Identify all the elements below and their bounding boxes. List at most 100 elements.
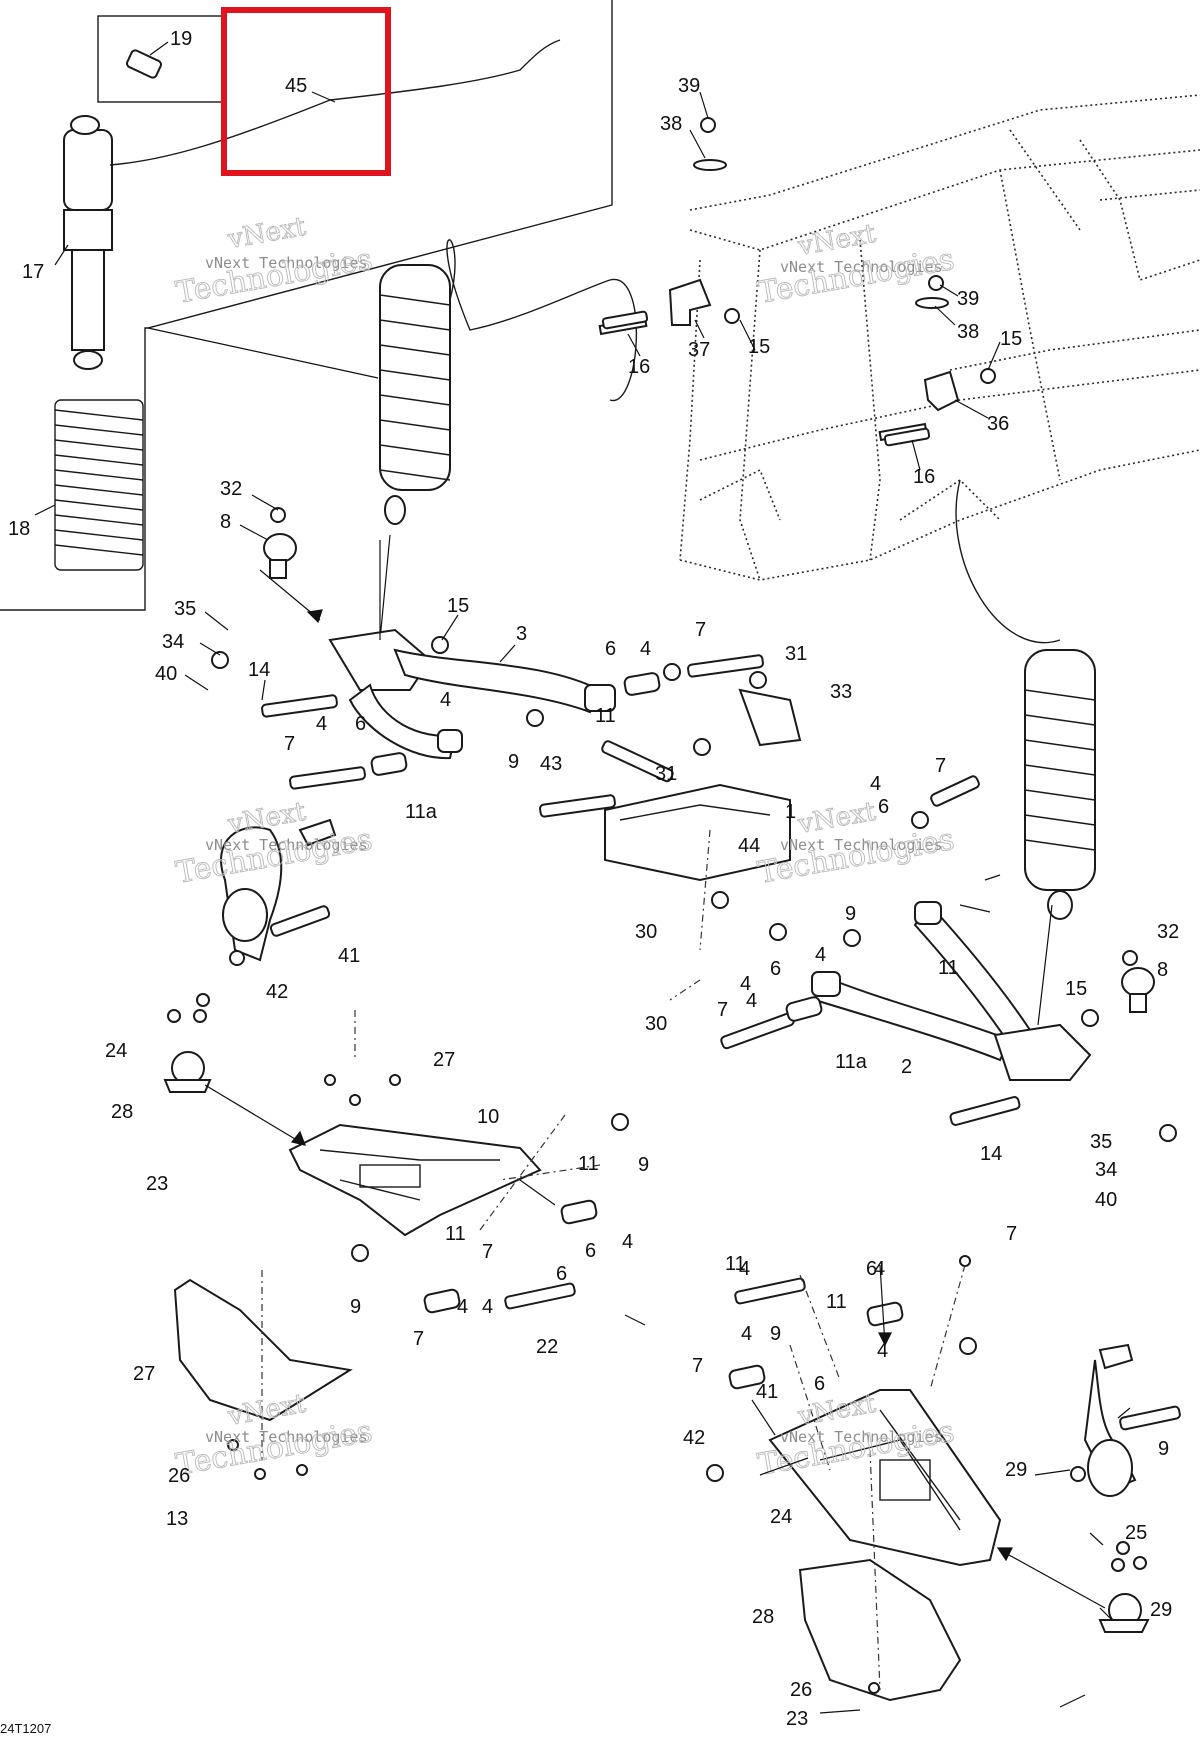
callout-14: 14 <box>248 659 270 681</box>
callout-9: 9 <box>638 1154 649 1176</box>
assembly-arrows <box>204 540 1106 1609</box>
callout-4: 4 <box>316 713 327 735</box>
callout-7: 7 <box>1006 1223 1017 1245</box>
callout-4: 4 <box>482 1296 493 1318</box>
callout-4: 4 <box>640 638 651 660</box>
callout-9: 9 <box>350 1296 361 1318</box>
reservoir-hose-inset <box>109 39 561 166</box>
callout-11: 11 <box>725 1253 746 1275</box>
callout-15: 15 <box>1065 978 1087 1000</box>
callout-9: 9 <box>1158 1438 1169 1460</box>
callout-39: 39 <box>678 75 700 97</box>
callout-44: 44 <box>738 835 760 857</box>
ball-joint-28-left <box>163 1051 212 1093</box>
callout-11a: 11a <box>405 801 438 823</box>
callout-34: 34 <box>1095 1159 1117 1181</box>
callout-15: 15 <box>1000 328 1022 350</box>
watermark-line1: vNext <box>225 797 308 840</box>
washer-38-right <box>915 297 949 309</box>
callout-23: 23 <box>786 1708 808 1730</box>
callout-27: 27 <box>433 1049 455 1071</box>
callout-15: 15 <box>447 595 469 617</box>
callout-45: 45 <box>285 75 307 97</box>
callout-7: 7 <box>413 1328 424 1350</box>
watermark-line2: vNext Technologies <box>780 258 943 276</box>
watermark-line2: vNext Technologies <box>205 254 368 272</box>
callout-8: 8 <box>220 511 231 533</box>
callout-35: 35 <box>1090 1131 1112 1153</box>
watermark-line1: vNext <box>795 797 878 840</box>
callout-42: 42 <box>266 981 288 1003</box>
callout-43: 43 <box>540 753 562 775</box>
callout-1: 1 <box>785 801 796 823</box>
washer-38-top <box>693 159 727 171</box>
callout-35: 35 <box>174 598 196 620</box>
callout-27: 27 <box>133 1363 155 1385</box>
callout-40: 40 <box>155 663 177 685</box>
left-shock <box>379 264 451 525</box>
callout-4: 4 <box>440 689 451 711</box>
callout-32: 32 <box>220 478 242 500</box>
callout-6: 6 <box>556 1263 567 1285</box>
diagram-code: 24T1207 <box>0 1721 51 1736</box>
frame-chassis <box>679 94 1200 581</box>
callout-11: 11 <box>578 1153 599 1175</box>
callout-38: 38 <box>660 113 682 135</box>
callout-9: 9 <box>770 1323 781 1345</box>
callout-16: 16 <box>628 356 650 378</box>
right-shock-hose <box>955 479 1061 644</box>
callout-31: 31 <box>655 763 677 785</box>
callout-7: 7 <box>692 1355 703 1377</box>
callout-9: 9 <box>845 903 856 925</box>
callout-3: 3 <box>516 623 527 645</box>
ball-joint-8-right <box>1121 967 1155 1013</box>
callout-13: 13 <box>166 1508 188 1530</box>
callout-36: 36 <box>987 413 1009 435</box>
callout-33: 33 <box>830 681 852 703</box>
upper-a-arm-right <box>811 901 1092 1081</box>
callout-41: 41 <box>338 945 360 967</box>
callout-30: 30 <box>635 921 657 943</box>
watermark-line1: vNext <box>795 219 878 262</box>
callout-16: 16 <box>913 466 935 488</box>
knuckle-left <box>220 818 337 962</box>
callout-42: 42 <box>683 1427 705 1449</box>
watermark-line3: Technologies <box>173 242 375 311</box>
callout-6: 6 <box>605 638 616 660</box>
callout-4: 4 <box>870 773 881 795</box>
callout-4: 4 <box>874 1258 885 1280</box>
callout-7: 7 <box>482 1241 493 1263</box>
callout-4: 4 <box>622 1231 633 1253</box>
watermark-line2: vNext Technologies <box>205 1428 368 1446</box>
callout-40: 40 <box>1095 1189 1117 1211</box>
callout-11a: 11a <box>835 1051 868 1073</box>
callout-8: 8 <box>1157 959 1168 981</box>
fitting-19 <box>126 49 162 79</box>
callout-15: 15 <box>748 336 770 358</box>
callout-4: 4 <box>746 990 757 1012</box>
callout-38: 38 <box>957 321 979 343</box>
callout-11: 11 <box>445 1223 466 1245</box>
callout-11: 11 <box>595 705 616 727</box>
watermark-line1: vNext <box>225 212 308 255</box>
right-shock <box>1024 649 1096 920</box>
callout-4: 4 <box>457 1296 468 1318</box>
callout-4: 4 <box>877 1340 888 1362</box>
callout-7: 7 <box>935 755 946 777</box>
center-support-1 <box>604 688 802 882</box>
callout-7: 7 <box>695 619 706 641</box>
callout-24: 24 <box>770 1506 792 1528</box>
callout-leaders <box>34 41 1131 1714</box>
spring-inset <box>54 399 144 571</box>
upper-a-arm-left <box>328 628 616 760</box>
callout-4: 4 <box>741 1323 752 1345</box>
callout-18: 18 <box>8 518 30 540</box>
callout-4: 4 <box>740 973 751 995</box>
callout-29: 29 <box>1150 1599 1172 1621</box>
callout-7: 7 <box>284 733 295 755</box>
callout-29: 29 <box>1005 1459 1027 1481</box>
callout-26: 26 <box>790 1679 812 1701</box>
shock-absorber-inset <box>63 115 113 370</box>
